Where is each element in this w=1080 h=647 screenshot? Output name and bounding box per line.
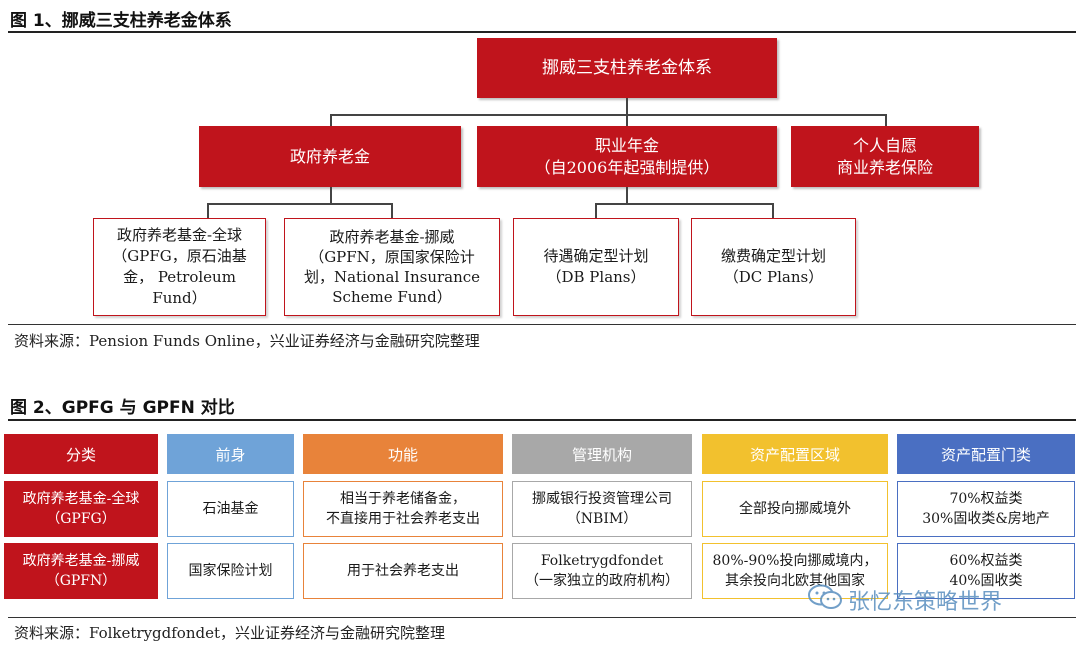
- gpfg-line: 政府养老基金-全球: [116, 226, 243, 244]
- gpfn-line: 划，National Insurance: [303, 268, 481, 286]
- gpfn-line: 政府养老基金-挪威: [329, 228, 455, 246]
- figure2-top-rule: [8, 419, 1076, 421]
- row2-manager: Folketrygdfondet （一家独立的政府机构）: [512, 543, 692, 599]
- row2-function-line: 用于社会养老支出: [347, 563, 459, 579]
- row2-asset-line: 60%权益类: [949, 553, 1023, 569]
- row1-region-line: 全部投向挪威境外: [739, 501, 851, 517]
- gpfg-line: 金， Petroleum Fund）: [123, 268, 236, 307]
- row1-manager: 挪威银行投资管理公司 （NBIM）: [512, 481, 692, 537]
- connector: [626, 114, 628, 126]
- root-box: 挪威三支柱养老金体系: [477, 38, 777, 98]
- row1-predecessor-text: 石油基金: [202, 501, 259, 517]
- row1-function-line: 相当于养老储备金，: [340, 491, 466, 507]
- gpfn-line: （GPFN，原国家保险计: [309, 248, 475, 266]
- connector: [626, 187, 628, 203]
- connector: [330, 114, 332, 126]
- dc-line: 缴费确定型计划: [720, 247, 826, 265]
- root-label: 挪威三支柱养老金体系: [542, 58, 712, 78]
- figure1-top-rule: [8, 31, 1076, 33]
- figure2-source: 资料来源：Folketrygdfondet，兴业证券经济与金融研究院整理: [14, 624, 446, 642]
- row2-region: 80%-90%投向挪威境内， 其余投向北欧其他国家: [702, 543, 888, 599]
- pillar3-label-line1: 个人自愿: [852, 135, 917, 155]
- pillar2-label-line1: 职业年金: [594, 135, 659, 155]
- row2-asset-line: 40%固收类: [949, 573, 1023, 589]
- connector: [772, 203, 774, 218]
- header-function: 功能: [303, 434, 503, 474]
- connector: [885, 114, 887, 126]
- row1-name: 政府养老基金-全球 （GPFG）: [4, 481, 158, 537]
- pillar1-label: 政府养老金: [289, 146, 370, 166]
- pillar3-label-line2: 商业养老保险: [836, 157, 933, 177]
- row2-manager-line: Folketrygdfondet: [540, 553, 664, 569]
- figure1-source: 资料来源：Pension Funds Online，兴业证券经济与金融研究院整理: [14, 332, 480, 350]
- connector: [330, 187, 332, 203]
- row2-function: 用于社会养老支出: [303, 543, 503, 599]
- figure2-bottom-rule: [8, 617, 1076, 618]
- row1-manager-line: 挪威银行投资管理公司: [532, 491, 672, 507]
- row1-name-line: 政府养老基金-全球: [22, 491, 140, 507]
- header-predecessor: 前身: [167, 434, 294, 474]
- row1-asset-class: 70%权益类 30%固收类&房地产: [897, 481, 1075, 537]
- figure1-bottom-rule: [8, 324, 1076, 325]
- pillar1-box: 政府养老金: [199, 126, 461, 187]
- row1-manager-line: （NBIM）: [566, 511, 638, 527]
- dc-line: （DC Plans）: [723, 268, 824, 286]
- figure2-title: 图 2、GPFG 与 GPFN 对比: [10, 398, 235, 418]
- row2-name-line: 政府养老基金-挪威: [22, 553, 140, 569]
- watermark-text: 张忆东策略世界: [848, 590, 1003, 615]
- row1-predecessor: 石油基金: [167, 481, 294, 537]
- gpfn-line: Scheme Fund）: [332, 288, 452, 306]
- wechat-icon: [808, 584, 842, 616]
- row1-region: 全部投向挪威境外: [702, 481, 888, 537]
- pillar2-box: 职业年金 （自2006年起强制提供）: [477, 126, 777, 187]
- connector: [207, 203, 209, 218]
- gpfn-box: 政府养老基金-挪威 （GPFN，原国家保险计 划，National Insura…: [284, 218, 500, 316]
- header-asset-class: 资产配置门类: [897, 434, 1075, 474]
- connector: [595, 203, 597, 218]
- header-region: 资产配置区域: [702, 434, 888, 474]
- row2-predecessor: 国家保险计划: [167, 543, 294, 599]
- row1-name-line: （GPFG）: [46, 511, 116, 527]
- connector: [595, 203, 773, 205]
- watermark: 张忆东策略世界: [808, 584, 1002, 616]
- row1-function-line: 不直接用于社会养老支出: [326, 511, 480, 527]
- row2-name-line: （GPFN）: [45, 573, 117, 589]
- row2-predecessor-text: 国家保险计划: [188, 563, 273, 579]
- figure1-title: 图 1、挪威三支柱养老金体系: [10, 11, 232, 31]
- connector: [207, 203, 392, 205]
- row1-asset-line: 70%权益类: [949, 491, 1023, 507]
- row2-region-line: 其余投向北欧其他国家: [725, 573, 865, 589]
- row2-name: 政府养老基金-挪威 （GPFN）: [4, 543, 158, 599]
- row2-region-line: 80%-90%投向挪威境内，: [712, 553, 878, 569]
- pillar2-label-line2: （自2006年起强制提供）: [534, 157, 720, 177]
- header-manager: 管理机构: [512, 434, 692, 474]
- pillar3-box: 个人自愿 商业养老保险: [791, 126, 979, 187]
- row1-function: 相当于养老储备金， 不直接用于社会养老支出: [303, 481, 503, 537]
- db-line: （DB Plans）: [546, 268, 646, 286]
- connector: [626, 98, 628, 114]
- row2-manager-line: （一家独立的政府机构）: [525, 573, 679, 589]
- connector: [391, 203, 393, 218]
- gpfg-line: （GPFG，原石油基: [112, 247, 247, 265]
- header-category: 分类: [4, 434, 158, 474]
- connector: [330, 114, 886, 116]
- db-plans-box: 待遇确定型计划 （DB Plans）: [513, 218, 679, 316]
- row2-asset-class: 60%权益类 40%固收类: [897, 543, 1075, 599]
- db-line: 待遇确定型计划: [543, 247, 649, 265]
- row1-asset-line: 30%固收类&房地产: [922, 511, 1050, 527]
- gpfg-box: 政府养老基金-全球 （GPFG，原石油基 金， Petroleum Fund）: [93, 218, 266, 316]
- dc-plans-box: 缴费确定型计划 （DC Plans）: [691, 218, 856, 316]
